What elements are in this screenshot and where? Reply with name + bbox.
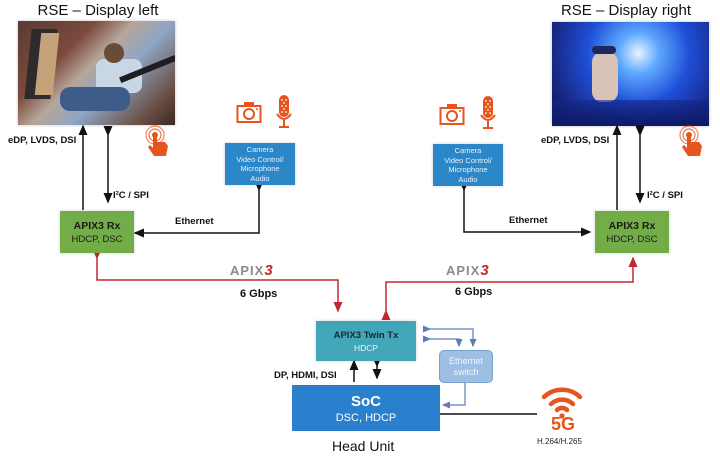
camera-line-3: Microphone <box>240 164 280 173</box>
right-link-speed: 6 Gbps <box>455 286 493 298</box>
tx-title: APIX3 Twin Tx <box>333 329 399 341</box>
left-link-speed: 6 Gbps <box>240 288 278 300</box>
apix3-twin-tx: APIX3 Twin Tx HDCP <box>316 321 416 361</box>
left-display-title: RSE – Display left <box>37 2 159 19</box>
left-display-photo <box>18 21 175 125</box>
apix-link-right <box>381 256 638 320</box>
camera-line-1: Camera <box>454 146 482 155</box>
apix-logo-number: 3 <box>480 262 490 279</box>
camera-line-4: Audio <box>250 173 270 183</box>
head-unit-label: Head Unit <box>332 438 395 454</box>
camera-line-2: Video Control/ <box>236 154 284 164</box>
camera-line-2: Video Control/ <box>444 155 492 165</box>
apix3-rx-left: APIX3 Rx HDCP, DSC <box>60 211 134 253</box>
apix-link-left <box>92 249 343 313</box>
camera-audio-box-left: Camera Video Control/ Microphone Audio <box>225 143 295 185</box>
right-ethernet-label: Ethernet <box>509 215 548 226</box>
right-display-photo <box>552 22 709 126</box>
left-ethernet-line <box>133 181 264 238</box>
switch-line-2: switch <box>453 366 479 377</box>
left-display-link-label: eDP, LVDS, DSI <box>8 135 77 146</box>
left-control-link-label: I²C / SPI <box>113 190 149 201</box>
singer-shape <box>592 52 618 102</box>
apix-logo-text: APIX <box>446 263 481 278</box>
right-display-link-label: eDP, LVDS, DSI <box>541 135 610 146</box>
apix-logo-number: 3 <box>264 262 274 279</box>
child-jeans-shape <box>60 87 130 111</box>
wireless-5g-icon <box>540 383 584 424</box>
singer-hat-shape <box>592 46 616 54</box>
switch-to-tx-line-2 <box>422 335 463 348</box>
touch-icon-right <box>676 124 706 158</box>
camera-line-1: Camera <box>246 145 274 154</box>
codec-label: H.264/H.265 <box>537 437 582 446</box>
camera-line-4: Audio <box>458 174 478 184</box>
microphone-icon-left <box>275 94 293 135</box>
rx-right-subtitle: HDCP, DSC <box>606 233 658 245</box>
child-head-shape <box>104 43 124 63</box>
switch-to-soc-line <box>441 374 469 409</box>
rx-right-title: APIX3 Rx <box>608 219 656 232</box>
switch-to-tx-line-1 <box>422 325 477 348</box>
soc-title: SoC <box>351 392 381 410</box>
microphone-icon-right <box>479 95 497 136</box>
soc-link-label: DP, HDMI, DSI <box>274 370 337 381</box>
left-ethernet-label: Ethernet <box>175 216 214 227</box>
touch-icon-left <box>142 124 172 158</box>
right-display-title: RSE – Display right <box>560 2 692 19</box>
5g-label: 5G <box>550 414 575 434</box>
rx-left-subtitle: HDCP, DSC <box>71 233 123 245</box>
soc-box: SoC DSC, HDCP <box>292 385 440 431</box>
right-ethernet-line <box>459 181 592 237</box>
camera-line-3: Microphone <box>448 165 488 174</box>
camera-audio-box-right: Camera Video Control/ Microphone Audio <box>433 144 503 186</box>
apix3-rx-right: APIX3 Rx HDCP, DSC <box>595 211 669 253</box>
soc-subtitle: DSC, HDCP <box>335 411 397 424</box>
apix-logo-text: APIX <box>230 263 265 278</box>
right-control-link-label: I²C / SPI <box>647 190 683 201</box>
rx-left-title: APIX3 Rx <box>73 219 121 232</box>
crowd-shape <box>552 100 709 126</box>
switch-line-1: Ethernet <box>448 355 484 366</box>
apix3-logo-right: APIX3 <box>446 262 490 279</box>
ethernet-switch: Ethernet switch <box>439 350 493 383</box>
tx-subtitle: HDCP <box>353 342 379 353</box>
apix3-logo-left: APIX3 <box>230 262 274 279</box>
camera-icon-left <box>236 100 262 129</box>
camera-icon-right <box>439 102 465 131</box>
